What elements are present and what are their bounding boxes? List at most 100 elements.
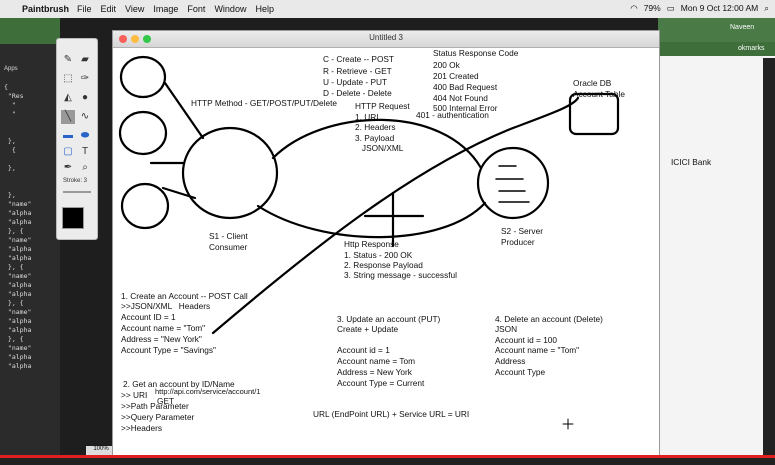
delete-line: JSON [495, 324, 518, 334]
status-line: Status Response Code [433, 48, 519, 58]
http-method-label: HTTP Method - GET/POST/PUT/Delete [191, 98, 338, 108]
delete-line: Account id = 100 [495, 335, 558, 345]
crud-line: D - Delete - Delete [323, 88, 392, 98]
delete-line: Address [495, 356, 526, 366]
apps-label[interactable]: Apps [4, 66, 18, 72]
zoom-button[interactable] [143, 35, 151, 43]
oracle-db-label: Account Table [573, 89, 625, 99]
menu-help[interactable]: Help [255, 4, 274, 14]
eyedropper-icon[interactable]: ✒ [63, 162, 73, 173]
get-url: http://api.com/service/account/1 [155, 387, 261, 396]
ellipse-tool-icon[interactable]: ⬬ [80, 130, 90, 141]
menu-bar: Paintbrush File Edit View Image Font Win… [0, 0, 775, 18]
create-line: Address = "New York" [121, 334, 202, 344]
delete-line: Account name = "Tom" [495, 345, 580, 355]
update-line: Account name = Tom [337, 356, 416, 366]
http-response-line: 1. Status - 200 OK [344, 250, 413, 260]
bottom-strip [0, 458, 775, 465]
server-label: S2 - Server [501, 226, 543, 236]
crud-line: C - Create -- POST [323, 54, 394, 64]
background-browser-right: Naveen okmarks [658, 18, 775, 465]
http-request-line: 3. Payload [355, 133, 395, 143]
update-line: 3. Update an account (PUT) [337, 314, 441, 324]
menu-image[interactable]: Image [153, 4, 179, 14]
lasso-tool-icon[interactable]: ✑ [80, 73, 90, 84]
rectangle-tool-icon[interactable]: ▬ [63, 130, 73, 141]
http-request-line: 1. URI [355, 112, 379, 122]
paint-window: Untitled 3 [112, 30, 711, 457]
http-request-line: JSON/XML [355, 143, 404, 153]
color-swatch[interactable] [62, 207, 84, 229]
fill-bucket-icon[interactable]: ◭ [64, 92, 72, 103]
user-name[interactable]: Naveen [730, 24, 755, 31]
zoom-level[interactable]: 100% [86, 446, 116, 456]
status-line: 200 Ok [433, 60, 460, 70]
window-title: Untitled 3 [369, 33, 403, 42]
connector-line [163, 81, 205, 140]
create-line: Account Type = "Savings" [121, 345, 216, 355]
minimize-button[interactable] [131, 35, 139, 43]
get-line: 2. Get an account by ID/Name [123, 379, 235, 389]
client-label: S1 - Client [209, 231, 248, 241]
crud-line: U - Update - PUT [323, 77, 388, 87]
get-line: >>Headers [121, 423, 163, 433]
http-request-line: HTTP Request [355, 101, 410, 111]
bookmarks-bar[interactable]: okmarks [658, 42, 775, 56]
battery-level[interactable]: 79% [643, 3, 661, 13]
close-button[interactable] [119, 35, 127, 43]
pencil-tool-icon[interactable]: ✎ [63, 54, 73, 65]
get-line: >>Query Parameter [121, 412, 195, 422]
icici-label: ICICI Bank [671, 157, 712, 167]
create-line: Account name = "Tom" [121, 323, 206, 333]
get-line: >>Path Parameter [121, 401, 189, 411]
client-circle [181, 126, 279, 220]
server-circle [476, 146, 550, 220]
app-menu[interactable]: Paintbrush [22, 4, 70, 14]
status-line: 400 Bad Request [433, 82, 498, 92]
long-arrow-line [211, 96, 580, 335]
delete-line: 4. Delete an account (Delete) [495, 314, 603, 324]
status-line: 201 Created [433, 71, 479, 81]
rounded-rect-tool-icon[interactable]: ▢ [63, 146, 73, 157]
tool-palette: ✎ ▰ ⬚ ✑ ◭ ● ╲ ∿ ▬ ⬬ ▢ T ✒ ⌕ Stroke: 3 [56, 38, 98, 240]
drawing-strokes [118, 55, 620, 430]
video-progress-bar[interactable] [0, 455, 775, 458]
request-arc [271, 118, 483, 170]
response-arc [256, 201, 487, 239]
small-circle-top-left [119, 55, 167, 99]
marquee-tool-icon[interactable]: ⬚ [63, 73, 73, 84]
menu-file[interactable]: File [77, 4, 92, 14]
delete-line: Account Type [495, 367, 546, 377]
battery-icon[interactable]: ▭ [666, 3, 675, 13]
http-response-line: 3. String message - successful [344, 270, 457, 280]
clock[interactable]: Mon 9 Oct 12:00 AM [680, 3, 759, 13]
oracle-db-box [568, 92, 620, 136]
http-response-line: 2. Response Payload [344, 260, 423, 270]
background-browser-left: Apps { "Res " " }, { }, }, "name" "alpha… [0, 18, 60, 465]
search-icon[interactable]: ⌕ [764, 3, 769, 13]
curve-tool-icon[interactable]: ∿ [80, 111, 90, 122]
stroke-slider[interactable] [63, 191, 91, 193]
text-tool-icon[interactable]: T [81, 146, 89, 157]
small-circle-left-bottom [120, 182, 170, 230]
zoom-tool-icon[interactable]: ⌕ [82, 162, 88, 173]
server-label: Producer [501, 237, 535, 247]
drawing-canvas[interactable]: C - Create -- POST R - Retrieve - GET U … [113, 48, 711, 456]
stroke-label: Stroke: 3 [63, 178, 88, 184]
wifi-icon[interactable]: ◠ [630, 3, 638, 13]
status-line: 500 Internal Error [433, 103, 498, 113]
line-tool-icon[interactable]: ╲ [61, 110, 75, 124]
menu-font[interactable]: Font [187, 4, 206, 14]
create-line: >>JSON/XML Headers [121, 301, 211, 311]
crud-line: R - Retrieve - GET [323, 66, 392, 76]
connector-line [161, 186, 197, 200]
menu-view[interactable]: View [125, 4, 145, 14]
auth-note: 401 - authentication [416, 110, 489, 120]
update-line: Address = New York [337, 367, 412, 377]
eraser-tool-icon[interactable]: ▰ [81, 54, 89, 65]
create-line: Account ID = 1 [121, 312, 176, 322]
spray-tool-icon[interactable]: ● [81, 92, 89, 103]
menu-window[interactable]: Window [214, 4, 247, 14]
status-area: ◠ 79% ▭ Mon 9 Oct 12:00 AM ⌕ [630, 3, 769, 14]
menu-edit[interactable]: Edit [100, 4, 117, 14]
